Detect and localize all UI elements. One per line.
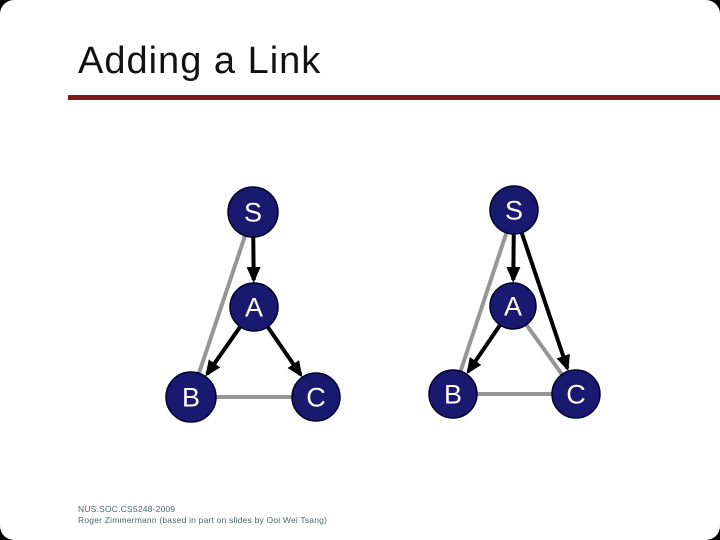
edge-S-B bbox=[451, 209, 516, 395]
graph-node-C bbox=[551, 369, 601, 419]
title-underline bbox=[68, 95, 720, 100]
graph-node-label-C: C bbox=[306, 383, 326, 413]
graph-before-link: S A B C bbox=[165, 186, 341, 423]
graph-node-label-A: A bbox=[245, 293, 263, 323]
footer-course-code: NUS.SOC.CS5248-2009 bbox=[78, 504, 176, 514]
graph-node-C bbox=[291, 372, 341, 422]
graph-node-label-S: S bbox=[244, 198, 262, 228]
graph-node-B bbox=[165, 371, 217, 423]
graph-node-A bbox=[489, 282, 537, 330]
graph-after-link: S A B C bbox=[428, 185, 601, 419]
graph-node-label-S: S bbox=[505, 196, 523, 226]
graph-node-label-B: B bbox=[444, 380, 462, 410]
edge-S-C bbox=[512, 209, 570, 372]
graph-node-B bbox=[428, 369, 478, 419]
graph-node-S bbox=[489, 185, 539, 235]
graph-node-label-C: C bbox=[566, 380, 586, 410]
edge-S-B bbox=[189, 211, 255, 398]
footer-author-credit: Roger Zimmermann (based in part on slide… bbox=[78, 514, 328, 525]
graph-node-A bbox=[229, 282, 279, 332]
graph-node-label-B: B bbox=[182, 383, 200, 413]
slide-footer: NUS.SOC.CS5248-2009 Roger Zimmermann (ba… bbox=[78, 504, 327, 525]
graph-node-S bbox=[227, 186, 279, 238]
graph-node-label-A: A bbox=[504, 292, 522, 322]
slide-title: Adding a Link bbox=[78, 40, 322, 82]
